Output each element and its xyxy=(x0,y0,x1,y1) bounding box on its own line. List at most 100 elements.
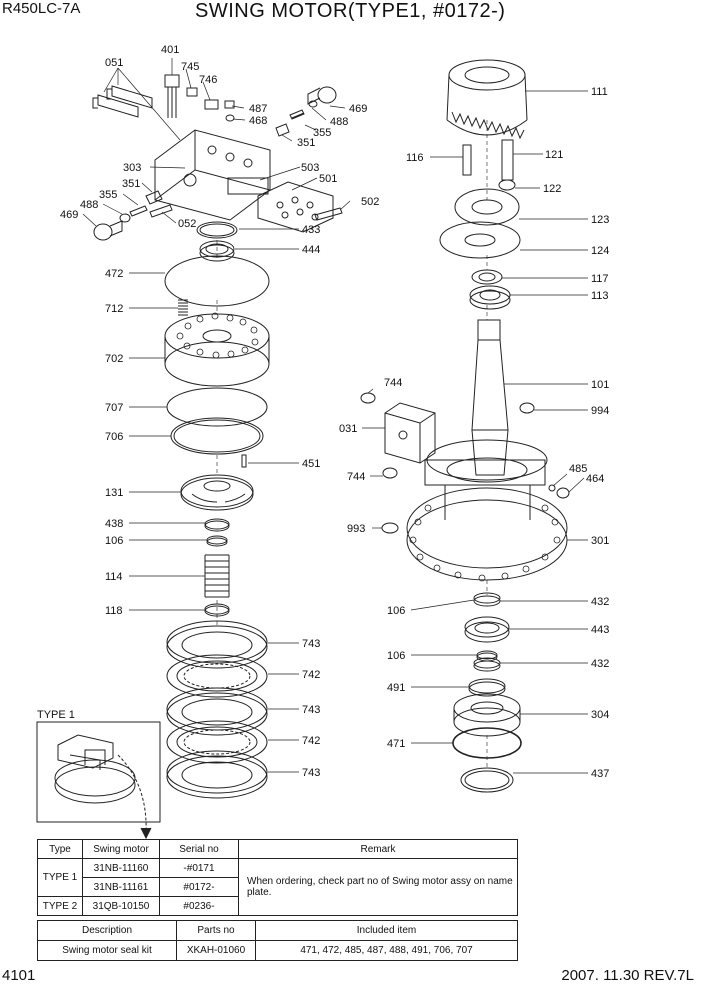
cell-serial: #0172- xyxy=(159,877,239,897)
type1-inset xyxy=(36,721,161,840)
cell-included-item: 471, 472, 485, 487, 488, 491, 706, 707 xyxy=(255,940,518,961)
label-706: 706 xyxy=(105,431,123,443)
leader-lines xyxy=(82,58,588,774)
revision-date: 2007. 11.30 REV.7L xyxy=(561,967,694,984)
label-117: 117 xyxy=(591,273,609,285)
label-432-a: 432 xyxy=(591,596,609,608)
label-401: 401 xyxy=(161,44,179,56)
label-993: 993 xyxy=(347,523,365,535)
label-113: 113 xyxy=(591,290,609,302)
label-101: 101 xyxy=(591,379,609,391)
label-121: 121 xyxy=(545,149,563,161)
cell-type: TYPE 1 xyxy=(37,858,83,897)
label-471: 471 xyxy=(387,738,405,750)
part-labels: 401 745 746 051 487 469 468 488 355 351 … xyxy=(37,44,609,780)
page-number: 4101 xyxy=(2,967,36,984)
cell-motor: 31NB-11160 xyxy=(82,858,160,878)
label-743-c: 743 xyxy=(302,767,320,779)
label-051: 051 xyxy=(105,57,123,69)
table-header-row: Type Swing motor Serial no Remark xyxy=(37,839,518,859)
label-351-right: 351 xyxy=(297,137,315,149)
label-122: 122 xyxy=(543,183,561,195)
label-351-left: 351 xyxy=(122,178,140,190)
label-303: 303 xyxy=(123,162,141,174)
model-code: R450LC-7A xyxy=(2,0,81,17)
label-503: 503 xyxy=(301,162,319,174)
table-row: TYPE 1 31NB-11160 -#0171 When ordering, … xyxy=(37,858,518,916)
label-464: 464 xyxy=(586,473,604,485)
label-502: 502 xyxy=(361,196,379,208)
label-469-right: 469 xyxy=(349,103,367,115)
label-437: 437 xyxy=(591,768,609,780)
col-serial-no: Serial no xyxy=(159,839,239,859)
label-472: 472 xyxy=(105,268,123,280)
label-707: 707 xyxy=(105,402,123,414)
label-485: 485 xyxy=(569,463,587,475)
cell-description: Swing motor seal kit xyxy=(37,940,177,961)
label-994: 994 xyxy=(591,405,609,417)
cell-parts-no: XKAH-01060 xyxy=(176,940,256,961)
cell-motor: 31NB-11161 xyxy=(82,877,160,897)
table-header-row: Description Parts no Included item xyxy=(37,920,518,941)
label-742-b: 742 xyxy=(302,735,320,747)
label-743-a: 743 xyxy=(302,638,320,650)
col-swing-motor: Swing motor xyxy=(82,839,160,859)
col-parts-no: Parts no xyxy=(176,920,256,941)
label-487: 487 xyxy=(249,103,267,115)
label-702: 702 xyxy=(105,353,123,365)
friction-plates xyxy=(166,620,268,799)
label-746: 746 xyxy=(199,74,217,86)
label-468: 468 xyxy=(249,115,267,127)
label-501: 501 xyxy=(319,173,337,185)
label-433: 433 xyxy=(302,224,320,236)
type-serial-table: Type Swing motor Serial no Remark TYPE 1… xyxy=(37,839,518,916)
label-451: 451 xyxy=(302,458,320,470)
label-469-left: 469 xyxy=(60,209,78,221)
label-744-bottom: 744 xyxy=(347,471,365,483)
label-131: 131 xyxy=(105,487,123,499)
inset-label: TYPE 1 xyxy=(37,709,75,721)
label-114: 114 xyxy=(105,571,123,583)
label-745: 745 xyxy=(181,61,199,73)
label-744-top: 744 xyxy=(384,377,402,389)
label-444: 444 xyxy=(302,244,320,256)
seal-and-plate-stack xyxy=(164,221,270,617)
label-432-b: 432 xyxy=(591,658,609,670)
label-488-right: 488 xyxy=(330,116,348,128)
label-118: 118 xyxy=(105,605,123,617)
label-304: 304 xyxy=(591,709,609,721)
label-355-left: 355 xyxy=(99,189,117,201)
label-031: 031 xyxy=(339,423,357,435)
cell-type: TYPE 2 xyxy=(37,896,83,916)
label-488-left: 488 xyxy=(80,199,98,211)
label-491: 491 xyxy=(387,682,405,694)
label-106-right-b: 106 xyxy=(387,650,405,662)
label-116: 116 xyxy=(406,152,424,164)
col-included-item: Included item xyxy=(255,920,518,941)
label-124: 124 xyxy=(591,245,609,257)
cell-serial: #0236- xyxy=(159,896,239,916)
label-106-right-a: 106 xyxy=(387,605,405,617)
label-443: 443 xyxy=(591,624,609,636)
col-description: Description xyxy=(37,920,177,941)
cell-remark: When ordering, check part no of Swing mo… xyxy=(238,858,518,916)
seal-kit-table: Description Parts no Included item Swing… xyxy=(37,920,518,961)
page-title: SWING MOTOR(TYPE1, #0172-) xyxy=(195,0,506,22)
label-111: 111 xyxy=(591,86,608,98)
label-052: 052 xyxy=(178,218,196,230)
label-438: 438 xyxy=(105,518,123,530)
label-743-b: 743 xyxy=(302,704,320,716)
valve-block-assembly xyxy=(92,74,343,241)
cell-serial: -#0171 xyxy=(159,858,239,878)
col-type: Type xyxy=(37,839,83,859)
table-row: Swing motor seal kit XKAH-01060 471, 472… xyxy=(37,940,518,961)
label-712: 712 xyxy=(105,303,123,315)
cell-motor: 31QB-10150 xyxy=(82,896,160,916)
col-remark: Remark xyxy=(238,839,518,859)
label-355-right: 355 xyxy=(313,127,331,139)
label-301: 301 xyxy=(591,535,609,547)
label-106-left: 106 xyxy=(105,535,123,547)
label-123: 123 xyxy=(591,214,609,226)
table-row: TYPE 2 31QB-10150 #0236- xyxy=(37,896,518,916)
